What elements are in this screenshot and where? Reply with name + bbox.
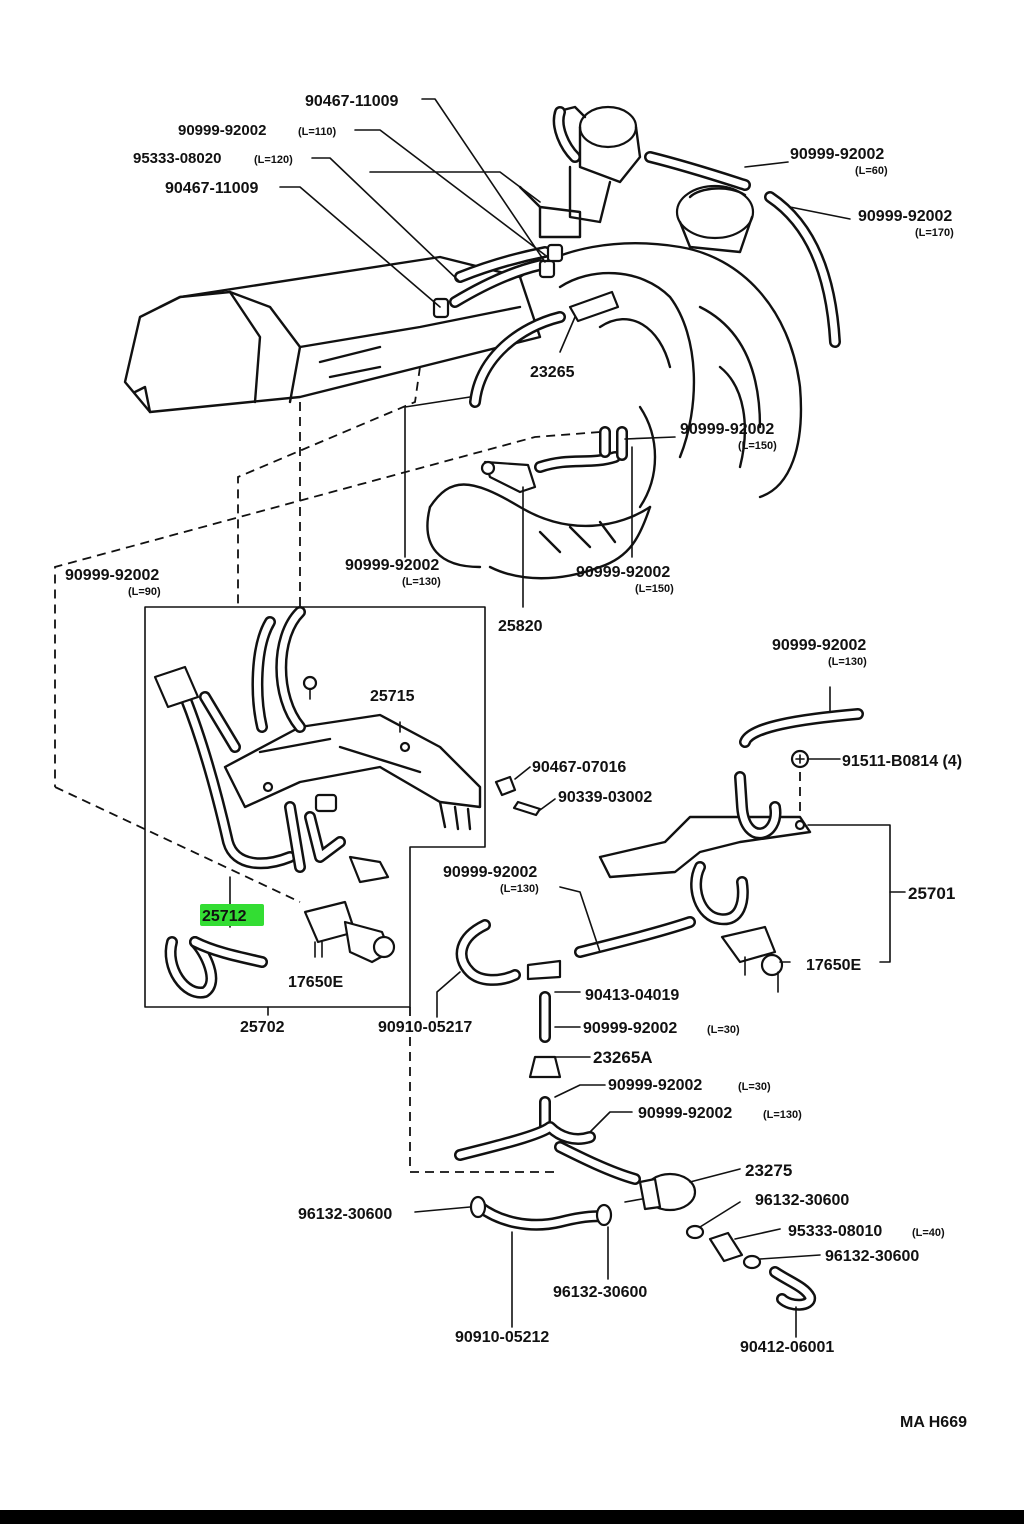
label-90999-92002-l130c-len: (L=130) [500, 883, 539, 895]
label-25701: 25701 [908, 884, 955, 903]
label-95333-08020: 95333-08020 [133, 150, 221, 167]
label-90467-11009-2: 90467-11009 [165, 180, 259, 197]
lower-hose-assembly [414, 886, 821, 1338]
part-labels: 90467-11009 90999-92002 (L=110) 95333-08… [65, 93, 967, 1431]
label-90999-92002-l130d-len: (L=130) [763, 1109, 802, 1121]
label-90467-07016: 90467-07016 [532, 759, 626, 776]
label-90999-92002-l130a: 90999-92002 [345, 557, 439, 574]
label-90999-92002-l150a: 90999-92002 [680, 421, 774, 438]
label-90999-92002-l30b: 90999-92002 [608, 1077, 702, 1094]
assembly-25702 [144, 606, 486, 1016]
label-90999-92002-l60: 90999-92002 [790, 146, 884, 163]
label-90999-92002-l170: 90999-92002 [858, 208, 952, 225]
label-96132-30600-r1: 96132-30600 [755, 1192, 849, 1209]
label-95333-08010: 95333-08010 [788, 1223, 882, 1240]
label-90910-05212: 90910-05212 [455, 1329, 549, 1346]
label-90999-92002-l130b: 90999-92002 [772, 637, 866, 654]
label-90999-92002-l30a: 90999-92002 [583, 1020, 677, 1037]
label-90999-92002-l130c: 90999-92002 [443, 864, 537, 881]
label-90339-03002: 90339-03002 [558, 789, 652, 806]
label-95333-08010-len: (L=40) [912, 1227, 945, 1239]
label-90467-11009-top: 90467-11009 [305, 93, 399, 110]
label-91511-b0814: 91511-B0814 (4) [842, 753, 962, 770]
label-90999-92002-l130a-len: (L=130) [402, 576, 441, 588]
label-90910-05217: 90910-05217 [378, 1019, 472, 1036]
label-90999-92002-l30a-len: (L=30) [707, 1024, 740, 1036]
label-25820: 25820 [498, 618, 543, 635]
label-90999-92002-l90: 90999-92002 [65, 567, 159, 584]
label-90999-92002-l130b-len: (L=130) [828, 656, 867, 668]
leader-lines-upper [279, 98, 851, 608]
label-90999-92002-l170-len: (L=170) [915, 227, 954, 239]
label-96132-30600-mid: 96132-30600 [553, 1284, 647, 1301]
label-25702: 25702 [240, 1019, 285, 1036]
label-17650e-left: 17650E [288, 974, 343, 991]
assembly-25701 [494, 686, 906, 993]
label-90999-92002-l150b-len: (L=150) [635, 583, 674, 595]
label-96132-30600-left: 96132-30600 [298, 1206, 392, 1223]
label-90413-04019: 90413-04019 [585, 987, 679, 1004]
highlight-25712 [200, 904, 264, 926]
label-23265: 23265 [530, 364, 575, 381]
label-23265a: 23265A [593, 1048, 653, 1067]
label-90999-92002-l150b: 90999-92002 [576, 564, 670, 581]
label-90999-92002-l60-len: (L=60) [855, 165, 888, 177]
label-96132-30600-r2: 96132-30600 [825, 1248, 919, 1265]
label-23275: 23275 [745, 1161, 792, 1180]
dashed-reference-lines [54, 366, 601, 1173]
label-90999-92002-l150a-len: (L=150) [738, 440, 777, 452]
label-25712: 25712 [202, 908, 247, 925]
label-90999-92002-l110: 90999-92002 [178, 122, 266, 139]
label-90412-06001: 90412-06001 [740, 1339, 834, 1356]
label-90999-92002-l130d: 90999-92002 [638, 1105, 732, 1122]
diagram-code: MA H669 [900, 1414, 967, 1431]
engine-illustration [123, 105, 841, 580]
label-90999-92002-l110-len: (L=110) [298, 126, 337, 138]
label-90999-92002-l90-len: (L=90) [128, 586, 161, 598]
label-17650e-right: 17650E [806, 957, 861, 974]
bottom-edge-bar [0, 1510, 1024, 1524]
label-95333-08020-len: (L=120) [254, 154, 293, 166]
label-90999-92002-l30b-len: (L=30) [738, 1081, 771, 1093]
label-25715: 25715 [370, 688, 415, 705]
